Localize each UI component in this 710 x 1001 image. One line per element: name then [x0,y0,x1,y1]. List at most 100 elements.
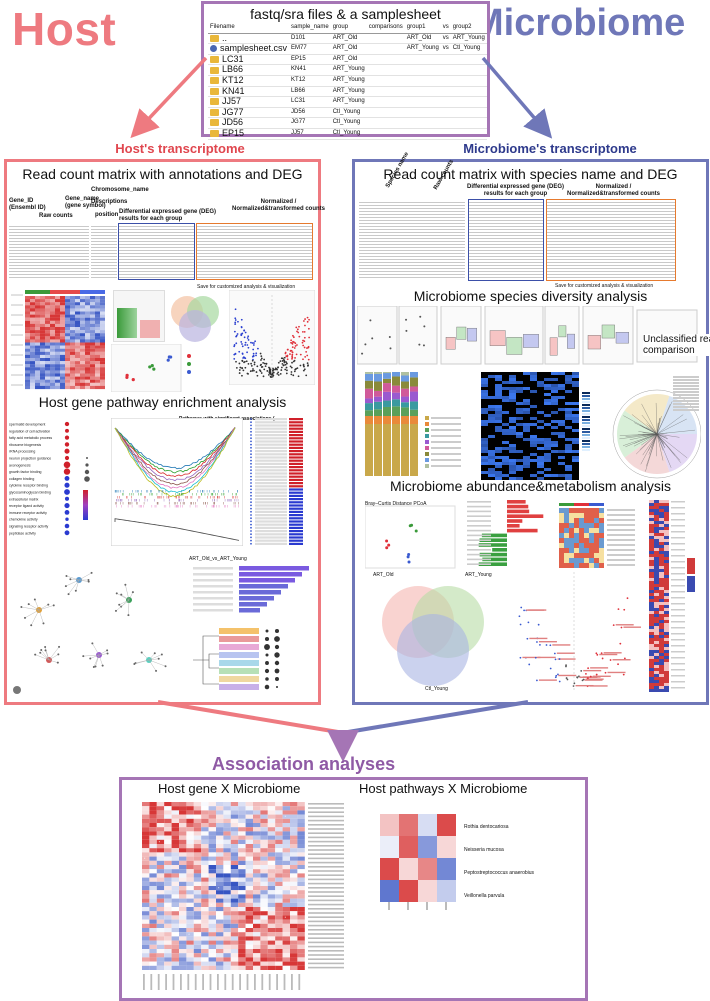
correlation-cell [209,911,216,915]
group-annotation [569,503,574,506]
group-annotation [599,503,604,506]
correlation-cell [201,915,208,919]
diversity-point [419,316,421,318]
cluster-heat-cell [584,563,589,568]
correlation-cell [216,840,223,844]
function-heat-cell [659,653,664,656]
cluster-row-label [607,544,635,546]
function-label [671,585,685,587]
micro-volcano-label [529,638,547,639]
species-heat-cell [558,450,565,453]
heatmap-cell [30,386,35,389]
correlation-cell [290,928,297,932]
cluster-heat-cell [599,528,604,533]
function-heat-cell [654,668,659,671]
volcano-point [284,369,286,371]
bar-term-label [193,597,233,600]
heatmap-cell [25,346,30,349]
species-heat-cell [481,411,488,414]
pathway-row [255,479,287,481]
heatmap-cell [65,386,70,389]
correlation-cell [253,823,260,827]
enrichment-bar [239,578,295,583]
pathway-dot [250,505,252,507]
correlation-cell [275,848,282,852]
correlation-cell [290,894,297,898]
heatmap-cell [70,299,75,302]
heatmap-cell [60,361,65,364]
dot-term-label: rRNA processing [9,450,35,454]
species-heat-cell [488,462,495,465]
lefse-label [467,515,491,517]
dot-term-label: peptidase activity [9,531,36,535]
function-label [671,525,685,527]
pathway-row [255,450,287,452]
species-heat-cell [502,381,509,384]
gene-column-label [269,974,271,990]
gene-column-label [232,974,234,990]
cluster-heat-cell [569,513,574,518]
correlation-cell [246,878,253,882]
volcano-point [286,369,288,371]
correlation-cell [201,953,208,957]
heatmap-cell [50,377,55,380]
function-heat-cell [664,527,669,530]
heatmap-cell [100,361,105,364]
correlation-cell [268,857,275,861]
stacked-segment [410,410,418,416]
volcano-point [234,323,236,325]
correlation-cell [216,815,223,819]
correlation-cell [253,962,260,966]
cluster-heat-cell [584,548,589,553]
function-heat-cell [664,683,669,686]
correlation-cell [179,848,186,852]
stacked-segment [410,386,418,391]
species-heat-cell [572,402,579,405]
species-heat-cell [558,474,565,477]
function-heat-cell [664,581,669,584]
correlation-cell [283,899,290,903]
species-heat-cell [502,459,509,462]
heatmap-cell [90,333,95,336]
correlation-cell [290,911,297,915]
correlation-cell [149,907,156,911]
heatmap-cell [95,336,100,339]
heatmap-cell [65,358,70,361]
volcano-point [283,359,285,361]
correlation-cell [209,802,216,806]
species-heat-cell [495,378,502,381]
function-heat-cell [659,611,664,614]
species-heat-cell [572,372,579,375]
species-heat-cell [502,441,509,444]
volcano-point [244,344,246,346]
cluster-heat-cell [574,523,579,528]
correlation-cell [142,882,149,886]
correlation-cell [149,886,156,890]
species-heat-cell [572,381,579,384]
heatmap-cell [30,327,35,330]
correlation-cell [268,831,275,835]
correlation-cell [157,911,164,915]
correlation-cell [201,907,208,911]
heatmap-cell [60,364,65,367]
host-pca-plot [111,344,211,392]
micro-volcano-label [538,657,556,658]
heatmap-cell [80,302,85,305]
correlation-cell [157,819,164,823]
heat-legend [582,398,590,400]
heat-legend [582,419,590,421]
correlation-cell [142,899,149,903]
correlation-cell [231,823,238,827]
heatmap-cell [80,308,85,311]
correlation-cell [275,941,282,945]
correlation-cell [201,932,208,936]
dot-term-label: immune receptor activity [9,511,47,515]
function-heat-cell [654,581,659,584]
function-heat-cell [659,641,664,644]
volcano-point [282,365,284,367]
host-pathways-x-microbiome-title: Host pathways X Microbiome [359,781,527,796]
correlation-cell [238,886,245,890]
micro-deg-table [469,200,543,280]
lefse-bar [507,529,538,533]
micro-volcano-label [604,652,622,653]
